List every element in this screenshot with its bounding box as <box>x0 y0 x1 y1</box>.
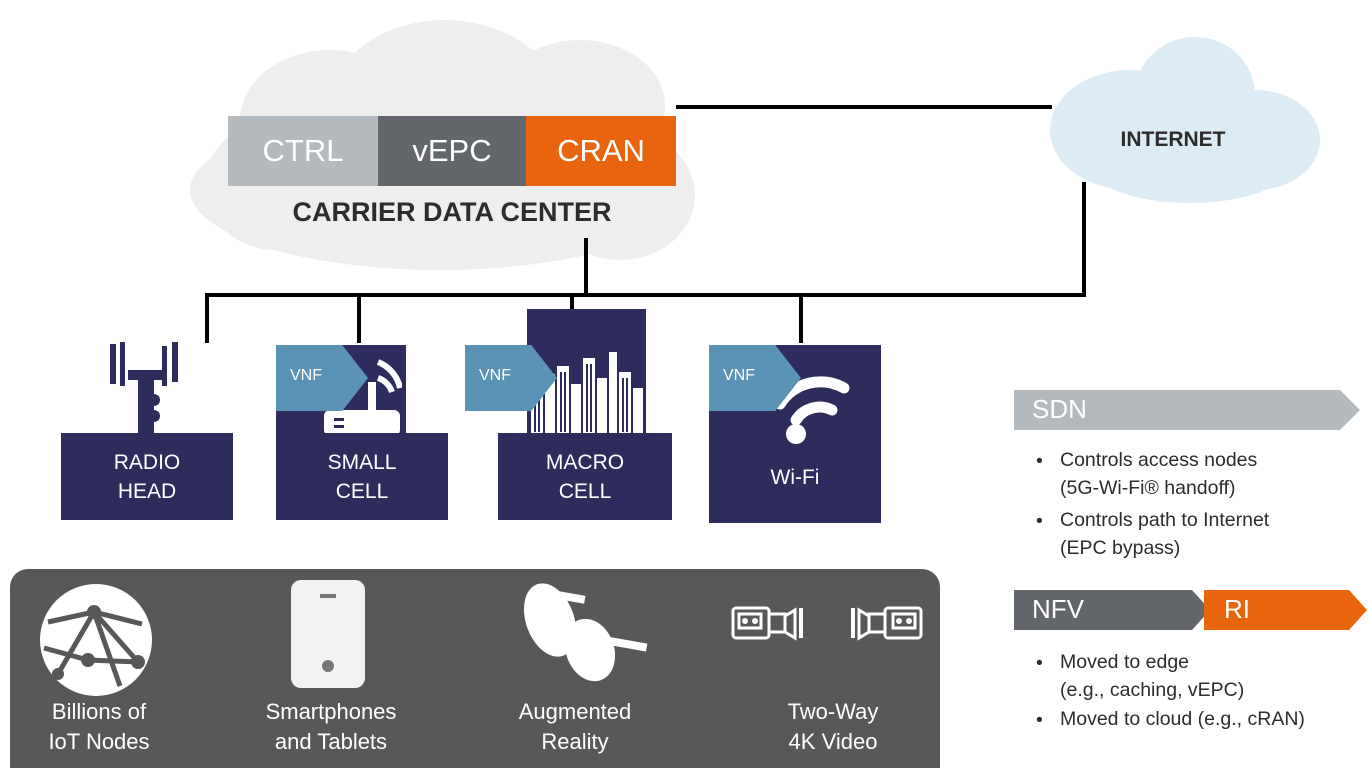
ctrl-block: CTRL <box>228 116 378 186</box>
nfv-ri-banner <box>1014 590 1367 630</box>
internet-cloud <box>1050 37 1320 203</box>
sdn-bullet-2-line2: (EPC bypass) <box>1060 537 1181 559</box>
sdn-bullet-dot-2: • <box>1036 510 1043 532</box>
sdn-bullet-1-line2: (5G-Wi-Fi® handoff) <box>1060 477 1236 499</box>
ri-label: RI <box>1224 594 1250 624</box>
nfv-bullet-dot-1: • <box>1036 652 1043 674</box>
iot-label: Billions of IoT Nodes <box>48 699 150 754</box>
nfv-bullet-1-line2: (e.g., caching, vEPC) <box>1060 679 1245 701</box>
smartphone-icon <box>291 580 365 688</box>
sdn-bullet-2-line1: Controls path to Internet <box>1060 509 1270 531</box>
radio-tower-icon <box>110 342 178 435</box>
ar-glasses-icon <box>523 583 648 682</box>
video-label: Two-Way 4K Video <box>787 699 879 754</box>
nfv-label: NFV <box>1032 594 1084 624</box>
ar-label: Augmented Reality <box>518 699 632 754</box>
data-center-title: CARRIER DATA CENTER <box>292 197 612 227</box>
radio-head-node: RADIO HEAD <box>61 433 233 520</box>
video-camera-icon <box>731 606 923 641</box>
wifi-router-icon <box>324 359 402 436</box>
nfv-bullet-2-line1: Moved to cloud (e.g., cRAN) <box>1060 708 1305 730</box>
sdn-bullet-1-line1: Controls access nodes <box>1060 449 1258 471</box>
wifi-node-label: Wi-Fi <box>770 466 820 489</box>
cran-block: CRAN <box>526 116 676 186</box>
devices-panel <box>10 569 940 768</box>
nfv-bullet-1-line1: Moved to edge <box>1060 651 1190 673</box>
small-cell-node: SMALL CELL <box>276 433 448 520</box>
sdn-bullet-dot-1: • <box>1036 450 1043 472</box>
sdn-banner <box>1014 390 1360 430</box>
nfv-bullet-dot-2: • <box>1036 709 1043 731</box>
vepc-block: vEPC <box>378 116 526 186</box>
smartphones-label: Smartphones and Tablets <box>265 699 397 754</box>
macro-cell-node: MACRO CELL <box>498 433 672 520</box>
globe-network-icon <box>40 584 152 696</box>
internet-label: INTERNET <box>1120 128 1226 151</box>
sdn-label: SDN <box>1032 394 1087 424</box>
